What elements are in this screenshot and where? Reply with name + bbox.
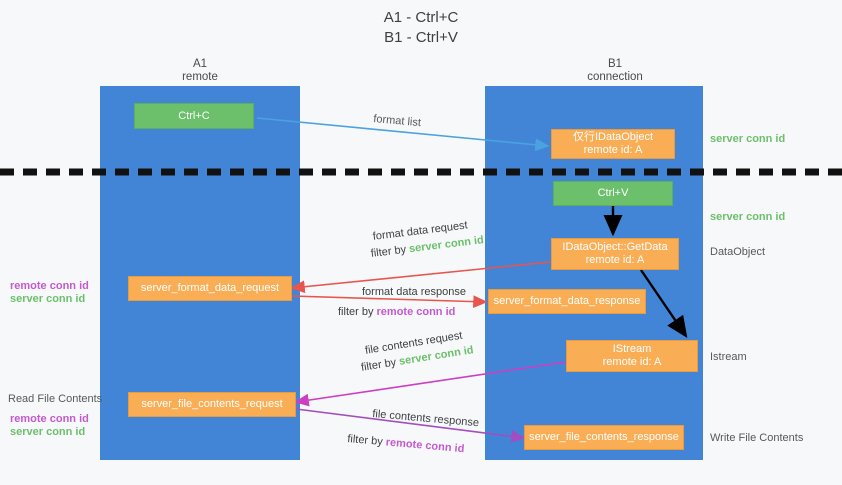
filter-prefix-4: filter by (346, 432, 387, 449)
box-idataobject-getdata-sub: remote id: A (585, 254, 645, 266)
arrow-label-file-contents-response: file contents response (371, 407, 480, 430)
box-server-file-contents-request[interactable]: server_file_contents_request (128, 392, 296, 417)
filter-prefix-3: filter by (360, 355, 401, 374)
side-label-write-file-contents: Write File Contents (710, 432, 804, 444)
title-line-1: A1 - Ctrl+C (383, 9, 459, 26)
side-label-server-conn-id-2: server conn id (10, 426, 86, 438)
arrow-label-format-data-response: format data response (362, 286, 466, 298)
lane-header-b1: B1 connection (540, 58, 690, 84)
box-ctrl-v[interactable]: Ctrl+V (553, 181, 673, 206)
page-title: A1 - Ctrl+C B1 - Ctrl+V (0, 8, 842, 48)
side-label-dataobject: DataObject (710, 246, 766, 258)
box-ctrl-v-label: Ctrl+V (597, 187, 629, 199)
side-label-istream: Istream (710, 351, 747, 363)
arrow-label-file-contents-response-filter: filter by remote conn id (347, 432, 465, 456)
box-server-file-contents-response-label: server_file_contents_response (529, 431, 679, 443)
side-label-server-conn-id-1: server conn id (10, 293, 86, 305)
filter-prefix-2: filter by (338, 306, 377, 318)
side-label-remote-conn-id-1: remote conn id (10, 280, 89, 292)
lane-b1-sub: connection (587, 71, 643, 83)
arrow-label-format-list: format list (372, 112, 422, 130)
lane-a1-name: A1 (192, 58, 208, 70)
box-ctrl-c[interactable]: Ctrl+C (134, 103, 254, 129)
side-label-remote-conn-id-2: remote conn id (10, 413, 89, 425)
lane-b1-name: B1 (607, 58, 623, 70)
box-server-format-data-response-label: server_format_data_response (493, 295, 641, 307)
box-idataobject-getdata-title: IDataObject::GetData (562, 241, 668, 253)
title-line-2: B1 - Ctrl+V (384, 29, 458, 46)
box-idataobject-title: 仅行IDataObject (572, 131, 654, 143)
side-label-server-conn-id-mid: server conn id (710, 211, 786, 223)
filter-value-4: remote conn id (385, 436, 465, 456)
box-istream-title: IStream (612, 343, 652, 355)
side-label-read-file-contents: Read File Contents (8, 393, 103, 405)
box-server-file-contents-request-label: server_file_contents_request (141, 398, 283, 410)
box-server-format-data-request-label: server_format_data_request (140, 282, 280, 294)
filter-value-2: remote conn id (376, 306, 456, 318)
box-server-file-contents-response[interactable]: server_file_contents_response (524, 425, 684, 450)
box-istream-sub: remote id: A (602, 356, 662, 368)
box-server-format-data-request[interactable]: server_format_data_request (128, 276, 292, 301)
side-label-server-conn-id-top: server conn id (710, 133, 786, 145)
arrow-label-format-data-response-filter: filter by remote conn id (338, 305, 455, 319)
lane-a1-sub: remote (182, 71, 218, 83)
lane-header-a1: A1 remote (130, 58, 270, 84)
filter-prefix-1: filter by (370, 243, 410, 260)
box-istream[interactable]: IStream remote id: A (566, 340, 698, 372)
box-idataobject-getdata[interactable]: IDataObject::GetData remote id: A (551, 238, 679, 270)
box-idataobject[interactable]: 仅行IDataObject remote id: A (551, 129, 675, 159)
box-ctrl-c-label: Ctrl+C (178, 109, 210, 122)
box-server-format-data-response[interactable]: server_format_data_response (488, 289, 646, 314)
box-idataobject-sub: remote id: A (583, 144, 643, 156)
